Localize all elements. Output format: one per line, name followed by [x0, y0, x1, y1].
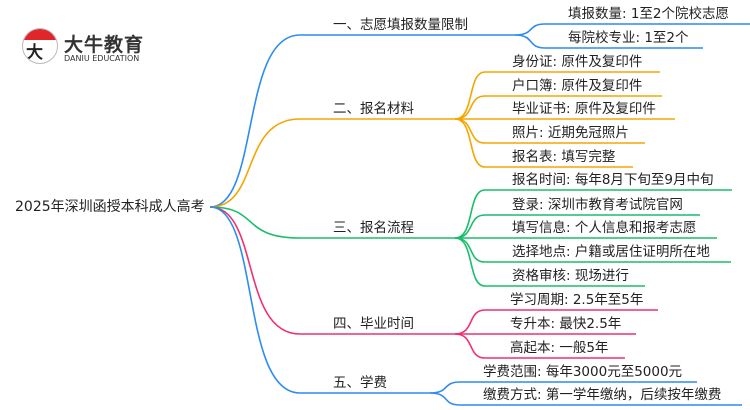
- branch-connector: [209, 118, 455, 208]
- logo-icon: 大牛: [22, 28, 58, 64]
- logo-name: 大牛教育: [64, 34, 145, 56]
- leaf-connector: [454, 189, 732, 239]
- leaf-connector: [454, 309, 658, 335]
- leaf-node: 填写信息: 个人信息和报考志愿: [512, 220, 697, 236]
- leaf-connector: [454, 71, 660, 120]
- leaf-connector: [514, 34, 703, 49]
- leaf-node: 报名表: 填写完整: [512, 149, 616, 165]
- leaf-node: 户口簿: 原件及复印件: [512, 78, 643, 94]
- branch-node: 四、毕业时间: [333, 316, 414, 332]
- leaf-node: 毕业证书: 原件及复印件: [512, 101, 656, 117]
- leaf-node: 学费范围: 每年3000元至5000元: [483, 364, 683, 380]
- leaf-node: 高起本: 一般5年: [510, 340, 609, 356]
- leaf-node: 照片: 近期免冠照片: [512, 125, 629, 141]
- leaf-node: 专升本: 最快2.5年: [510, 316, 622, 332]
- leaf-node: 选择地点: 户籍或居住证明所在地: [512, 244, 710, 260]
- leaf-node: 缴费方式: 第一学年缴纳，后续按年缴费: [483, 387, 722, 403]
- branch-node: 五、学费: [333, 375, 387, 391]
- branch-connector: [209, 206, 455, 335]
- branch-node: 二、报名材料: [333, 101, 414, 117]
- leaf-node: 资格审核: 现场进行: [512, 268, 629, 284]
- leaf-node: 登录: 深圳市教育考试院官网: [512, 197, 683, 213]
- branch-connector: [209, 34, 515, 208]
- root-node: 2025年深圳函授本科成人高考: [15, 199, 205, 215]
- leaf-connector: [454, 333, 625, 359]
- logo-subtitle: DANIU EDUCATION: [64, 54, 140, 63]
- leaf-connector: [454, 237, 645, 287]
- leaf-connector: [454, 214, 700, 239]
- branch-connector: [209, 206, 430, 394]
- branch-connector: [209, 206, 455, 239]
- leaf-node: 学习周期: 2.5年至5年: [510, 292, 644, 308]
- leaf-connector: [429, 392, 742, 406]
- branch-node: 一、志愿填报数量限制: [333, 17, 468, 33]
- branch-node: 三、报名流程: [333, 220, 414, 236]
- leaf-node: 每院校专业: 1至2个: [568, 30, 689, 46]
- leaf-connector: [454, 95, 662, 120]
- leaf-node: 报名时间: 每年8月下旬至9月中旬: [512, 172, 714, 188]
- leaf-node: 身份证: 原件及复印件: [512, 54, 643, 70]
- logo: 大牛 大牛教育 DANIU EDUCATION: [22, 28, 162, 72]
- leaf-connector: [454, 118, 633, 168]
- leaf-node: 填报数量: 1至2个院校志愿: [568, 6, 730, 22]
